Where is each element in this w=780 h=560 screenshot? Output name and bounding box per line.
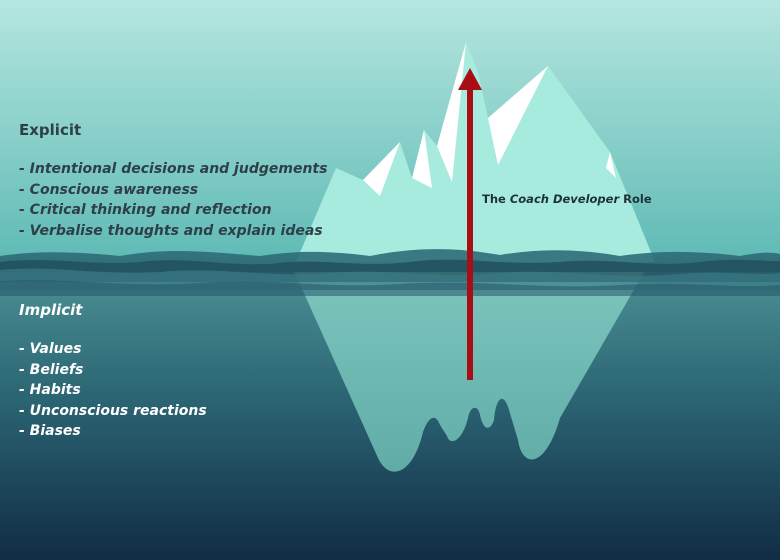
iceberg-above-water bbox=[296, 42, 655, 262]
explicit-section: Explicit - Intentional decisions and jud… bbox=[19, 120, 327, 241]
implicit-item: - Unconscious reactions bbox=[19, 402, 207, 419]
upward-arrow bbox=[458, 68, 482, 380]
role-label-prefix: The bbox=[482, 192, 510, 206]
explicit-item: - Intentional decisions and judgements bbox=[19, 161, 328, 177]
implicit-item: - Beliefs bbox=[19, 361, 84, 378]
arrow-shaft bbox=[467, 86, 473, 380]
implicit-section: Implicit - Values - Beliefs - Habits - U… bbox=[19, 300, 207, 442]
explicit-item: - Conscious awareness bbox=[19, 181, 199, 198]
explicit-item: - Verbalise thoughts and explain ideas bbox=[19, 222, 323, 239]
implicit-item: - Values bbox=[19, 341, 82, 357]
water-surface-waves bbox=[0, 249, 780, 296]
arrow-head bbox=[458, 68, 482, 90]
implicit-heading: Implicit bbox=[19, 301, 83, 319]
explicit-heading: Explicit bbox=[19, 121, 82, 139]
coach-developer-role-label: The Coach Developer Role bbox=[482, 192, 652, 206]
explicit-list: - Intentional decisions and judgements -… bbox=[19, 159, 327, 241]
role-label-emphasis: Coach Developer bbox=[509, 192, 620, 206]
implicit-item: - Habits bbox=[19, 382, 81, 398]
role-label-suffix: Role bbox=[619, 192, 652, 206]
explicit-item: - Critical thinking and reflection bbox=[19, 202, 272, 218]
implicit-item: - Biases bbox=[19, 423, 81, 439]
implicit-list: - Values - Beliefs - Habits - Unconsciou… bbox=[19, 339, 207, 442]
